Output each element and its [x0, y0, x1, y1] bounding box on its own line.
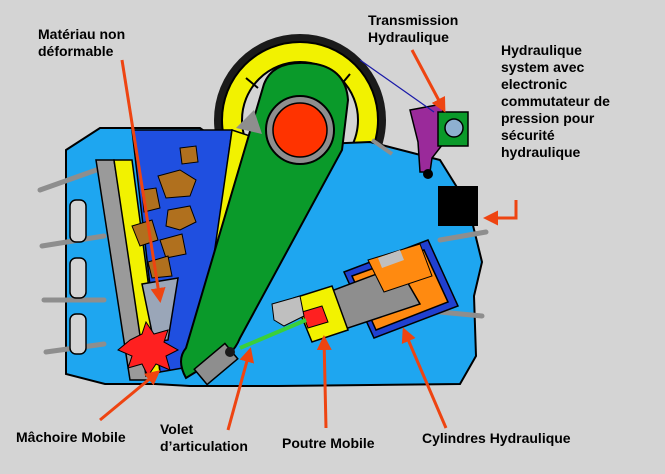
label-moving-beam: Poutre Mobile [282, 435, 375, 451]
moving-beam [239, 285, 349, 350]
rocks [131, 145, 199, 279]
arrow-hydraulic-system [483, 200, 518, 226]
arrow-transmission [410, 49, 446, 113]
label-toggle-plate: Volet d’articulation [160, 421, 248, 454]
label-moving-jaw: Mâchoire Mobile [16, 429, 126, 445]
arrow-toggle [226, 347, 255, 431]
hydraulic-transmission-unit [359, 59, 469, 179]
callout-arrows [99, 49, 518, 431]
eccentric-shaft [272, 102, 328, 158]
label-hydraulic-system: Hydraulique system avec electronic commu… [501, 42, 610, 160]
arrow-cylinders [401, 327, 448, 429]
arrow-beam [316, 335, 332, 429]
label-hydraulic-transmission: Transmission Hydraulique [368, 12, 459, 45]
pressure-switch-box [438, 186, 478, 226]
label-hydraulic-cylinders: Cylindres Hydraulique [422, 430, 571, 446]
arrow-material [120, 59, 166, 303]
label-non-deformable-material: Matériau non déformable [38, 26, 126, 59]
impact-spark-icon [117, 320, 180, 377]
arrow-moving-jaw [99, 370, 161, 422]
